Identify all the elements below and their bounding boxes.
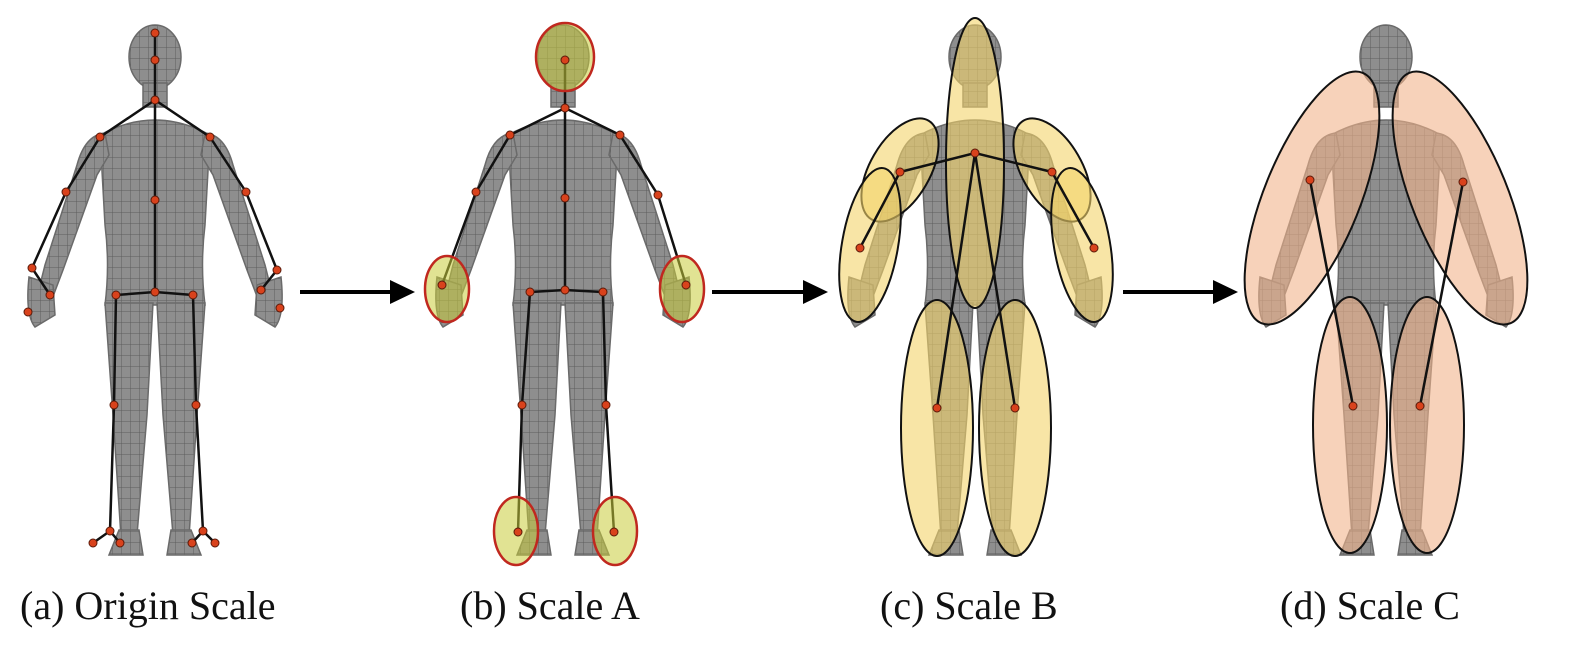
panel-b-figure	[423, 21, 706, 567]
panel-d-skeleton	[1308, 179, 1465, 407]
panel-c-joints	[855, 148, 1099, 413]
panel-d-figure	[1243, 24, 1529, 556]
arrow-a-to-b	[300, 280, 415, 304]
panel-d-joints	[1305, 175, 1468, 411]
panel-c-scale-regions	[838, 17, 1114, 557]
caption-panel-d: (d) Scale C	[1280, 583, 1460, 628]
panel-a-figure	[23, 24, 285, 556]
arrow-b-to-c	[712, 280, 828, 304]
caption-panel-b: (b) Scale A	[460, 583, 640, 628]
panel-c-figure	[838, 17, 1114, 557]
caption-panel-c: (c) Scale B	[880, 583, 1058, 628]
caption-panel-a: (a) Origin Scale	[20, 583, 276, 628]
arrow-c-to-d	[1123, 280, 1238, 304]
panel-b-joints	[437, 55, 691, 537]
panel-a-joints	[23, 28, 285, 548]
